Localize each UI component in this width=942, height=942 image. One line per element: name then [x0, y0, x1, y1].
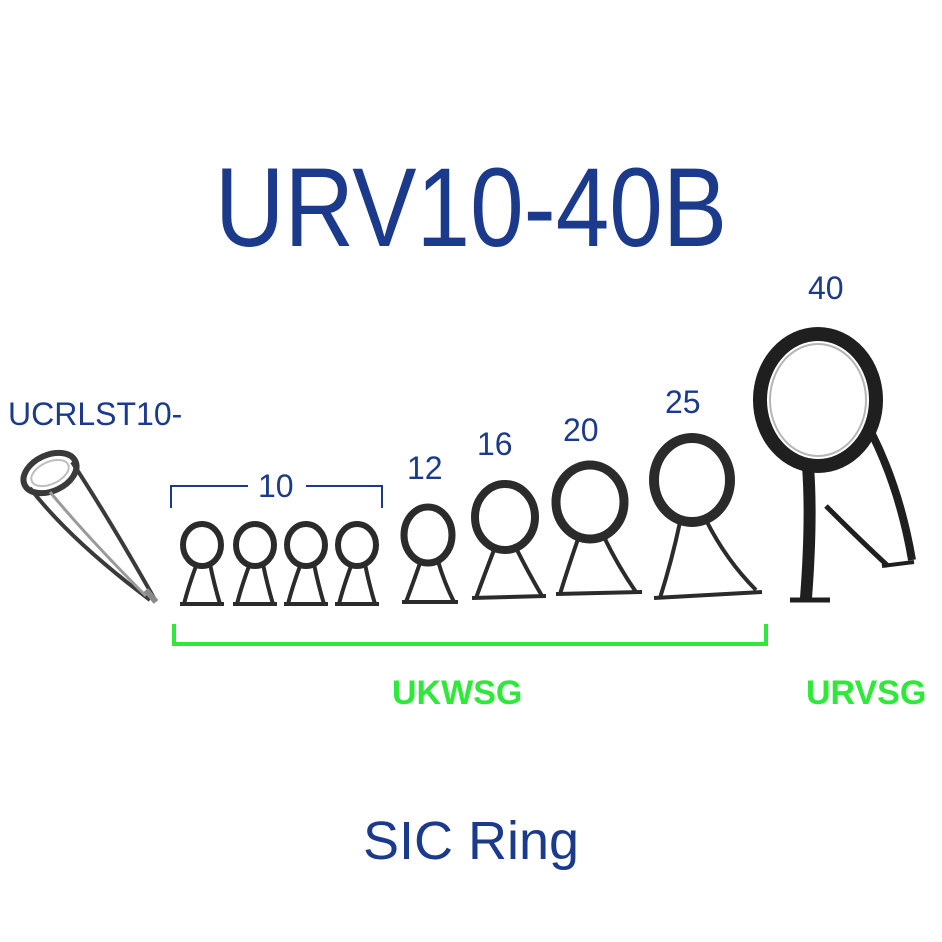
- size-label-10: 10: [258, 468, 294, 504]
- size-label-12: 12: [407, 450, 443, 486]
- ukwsg-bracket: [172, 624, 768, 646]
- guide-40-icon: [753, 327, 916, 603]
- size-label-20: 20: [563, 412, 599, 448]
- guide-12-icon: [400, 503, 458, 604]
- guide-10-c-icon: [284, 521, 328, 606]
- series-label-ukwsg: UKWSG: [392, 674, 523, 712]
- series-label-urvsg: URVSG: [806, 674, 927, 712]
- size-10-bracket: [170, 485, 383, 508]
- guide-20-icon: [551, 460, 643, 596]
- guide-25-icon: [649, 433, 763, 600]
- guide-10-b-icon: [233, 521, 277, 606]
- tip-top-label: UCRLST10-: [8, 396, 183, 432]
- ring-material-label: SIC Ring: [362, 811, 580, 871]
- guide-16-icon: [471, 480, 547, 600]
- guide-10-d-icon: [335, 521, 379, 606]
- size-label-25: 25: [665, 384, 701, 420]
- product-title: URV10-40B: [214, 145, 728, 270]
- guide-10-a-icon: [180, 521, 224, 606]
- size-label-40: 40: [808, 270, 844, 306]
- size-label-16: 16: [477, 426, 513, 462]
- tip-top-guide-icon: [20, 449, 159, 604]
